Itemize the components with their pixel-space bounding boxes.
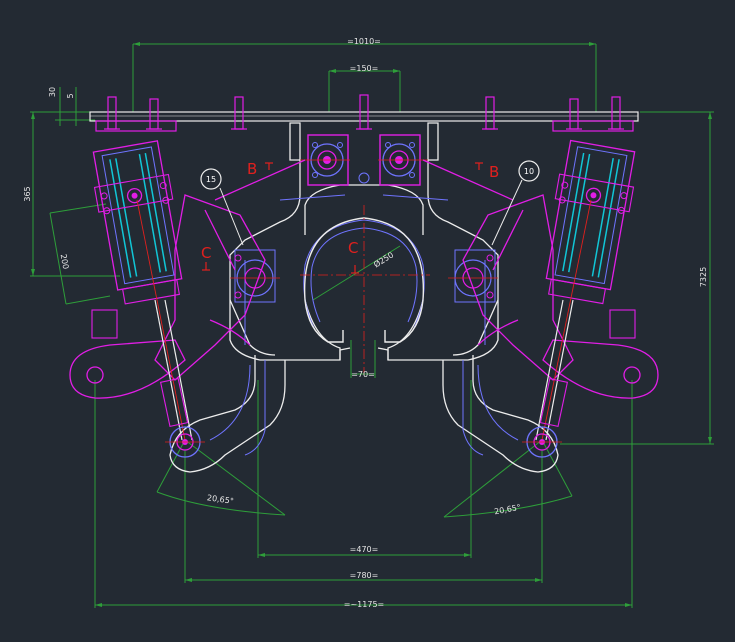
dim-left-5: 5 (66, 93, 75, 98)
section-label-c-center: C (348, 239, 358, 257)
dim-bore: Ø250 (372, 249, 396, 269)
dim-slot-70: =70= (351, 370, 375, 379)
linkage-plates (69, 159, 659, 399)
right-lower-pivot[interactable] (522, 426, 562, 458)
dim-bottom-1175: =~1175= (344, 600, 384, 609)
center-bore (300, 205, 430, 375)
dim-bottom-470: =470= (350, 545, 379, 554)
section-label-b-right: B (489, 163, 499, 181)
dim-right-7325: 7325 (699, 267, 708, 287)
dim-left-30: 30 (48, 87, 57, 97)
dim-top-center: =150= (350, 64, 379, 73)
top-bolts (95, 94, 634, 132)
balloon-left[interactable]: 15 (200, 168, 244, 246)
balloon-left-label: 15 (206, 175, 216, 184)
dimension-lines (30, 43, 714, 608)
balloon-right[interactable]: 10 (491, 160, 540, 246)
left-actuator-rod (91, 199, 193, 441)
top-pivot-hubs[interactable] (300, 134, 428, 186)
dim-angle-left: 20,65° (206, 493, 234, 506)
left-lower-pivot[interactable] (165, 426, 205, 458)
left-cylinder[interactable] (88, 140, 189, 306)
dimension-arrows (31, 42, 712, 607)
main-frame[interactable] (169, 122, 559, 473)
balloon-right-label: 10 (524, 167, 534, 176)
dim-left-200: 200 (59, 253, 71, 270)
inner-detail (209, 194, 519, 456)
dim-left-365: 365 (23, 186, 32, 201)
dim-overall-top: =1010= (347, 37, 381, 46)
dim-angle-right: 20,65° (494, 503, 522, 517)
section-label-c-left: C (201, 244, 211, 262)
dim-bottom-780: =780= (350, 571, 379, 580)
top-beam[interactable] (89, 111, 639, 122)
right-actuator-rod (535, 199, 636, 441)
section-label-b-left: B (247, 160, 257, 178)
right-cylinder[interactable] (539, 139, 640, 306)
section-marker-lines (202, 162, 483, 274)
